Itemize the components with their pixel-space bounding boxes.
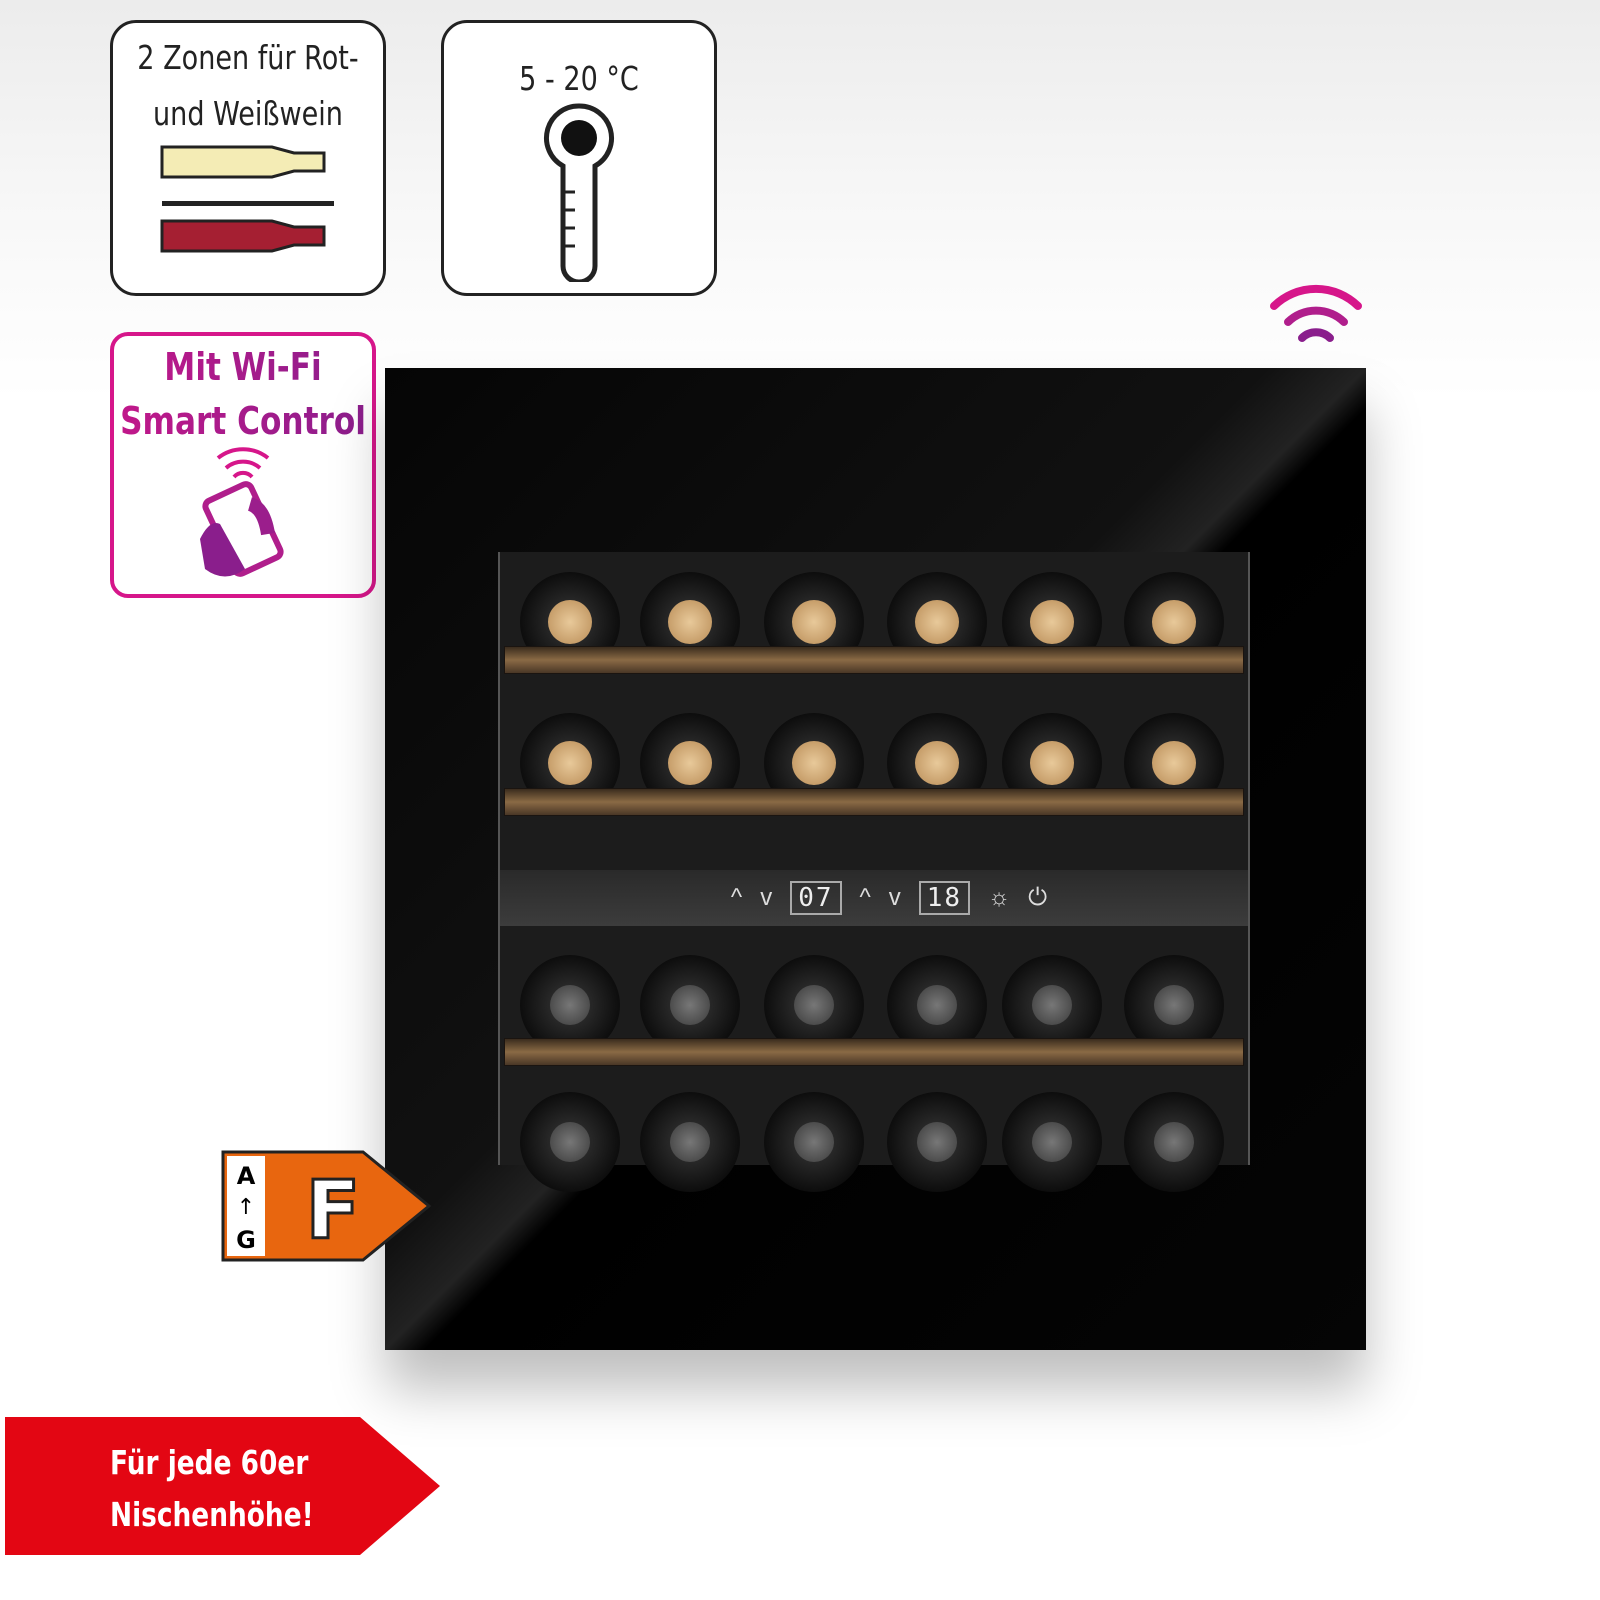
temperature-range: 5 - 20 °C: [519, 59, 639, 98]
bottle-cork: [915, 600, 959, 644]
bottle-cork: [915, 741, 959, 785]
wine-bottle: [520, 1092, 620, 1192]
zones-line1: 2 Zonen für Rot-: [137, 38, 359, 77]
zone2-down-button[interactable]: v: [888, 884, 901, 911]
bottle-cork: [1154, 985, 1194, 1025]
wine-bottle: [764, 1092, 864, 1192]
bottle-cork: [548, 600, 592, 644]
bottle-cork: [670, 985, 710, 1025]
wine-bottle: [1124, 1092, 1224, 1192]
temperature-badge: 5 - 20 °C: [441, 20, 717, 296]
bottle-cork: [792, 741, 836, 785]
bottle-cork: [548, 741, 592, 785]
wood-shelf: [504, 788, 1244, 816]
wood-shelf: [504, 646, 1244, 674]
wine-fridge: ^ v 07 ^ v 18 ☼ ⏻: [385, 368, 1366, 1350]
wifi-line2: Smart Control: [113, 398, 374, 444]
bottle-cork: [1032, 1122, 1072, 1162]
arrow-up-icon: ↑: [237, 1195, 255, 1220]
smartphone-hand-icon: [200, 447, 284, 577]
energy-scale-bottom: G: [236, 1226, 256, 1254]
bottle-cork: [1152, 600, 1196, 644]
light-button[interactable]: ☼: [988, 884, 1011, 911]
zone2-up-button[interactable]: ^: [859, 884, 871, 911]
wine-bottles-icon: [160, 145, 334, 253]
zone1-up-button[interactable]: ^: [730, 884, 743, 911]
wine-bottle: [1002, 1092, 1102, 1192]
bottle-cork: [550, 985, 590, 1025]
banner-line1: Für jede 60er: [110, 1443, 309, 1482]
wine-bottle: [640, 1092, 740, 1192]
energy-class: F: [306, 1164, 361, 1257]
wifi-icon: [1270, 284, 1362, 342]
bottle-cork: [917, 985, 957, 1025]
bottle-cork: [1154, 1122, 1194, 1162]
energy-label: A ↑ G F: [221, 1150, 432, 1262]
bottle-cork: [668, 600, 712, 644]
glass-door-window: ^ v 07 ^ v 18 ☼ ⏻: [498, 552, 1250, 1192]
zone2-temp-display: 18: [918, 881, 971, 915]
bottle-cork: [917, 1122, 957, 1162]
thermometer-icon: [544, 103, 614, 285]
bottle-cork: [792, 600, 836, 644]
wood-shelf: [504, 1038, 1244, 1066]
bottle-cork: [670, 1122, 710, 1162]
bottle-cork: [1030, 600, 1074, 644]
zone1-temp-display: 07: [790, 881, 842, 915]
zone1-down-button[interactable]: v: [760, 884, 773, 911]
bottle-cork: [550, 1122, 590, 1162]
bottle-cork: [794, 985, 834, 1025]
energy-scale-top: A: [237, 1162, 256, 1190]
wifi-smart-control-badge: Mit Wi-Fi Smart Control: [110, 332, 376, 598]
bottle-cork: [1030, 741, 1074, 785]
bottle-cork: [668, 741, 712, 785]
niche-height-banner: [5, 1417, 440, 1555]
wine-bottle: [887, 1092, 987, 1192]
bottle-cork: [1152, 741, 1196, 785]
two-zone-badge: 2 Zonen für Rot- und Weißwein: [110, 20, 386, 296]
power-button[interactable]: ⏻: [1028, 884, 1048, 911]
banner-text: Für jede 60er Nischenhöhe!: [110, 1437, 314, 1541]
control-panel: ^ v 07 ^ v 18 ☼ ⏻: [500, 870, 1248, 926]
zones-line2: und Weißwein: [153, 94, 343, 133]
bottle-cork: [794, 1122, 834, 1162]
bottle-cork: [1032, 985, 1072, 1025]
banner-line2: Nischenhöhe!: [110, 1495, 314, 1534]
wifi-line1: Mit Wi-Fi: [113, 344, 374, 390]
